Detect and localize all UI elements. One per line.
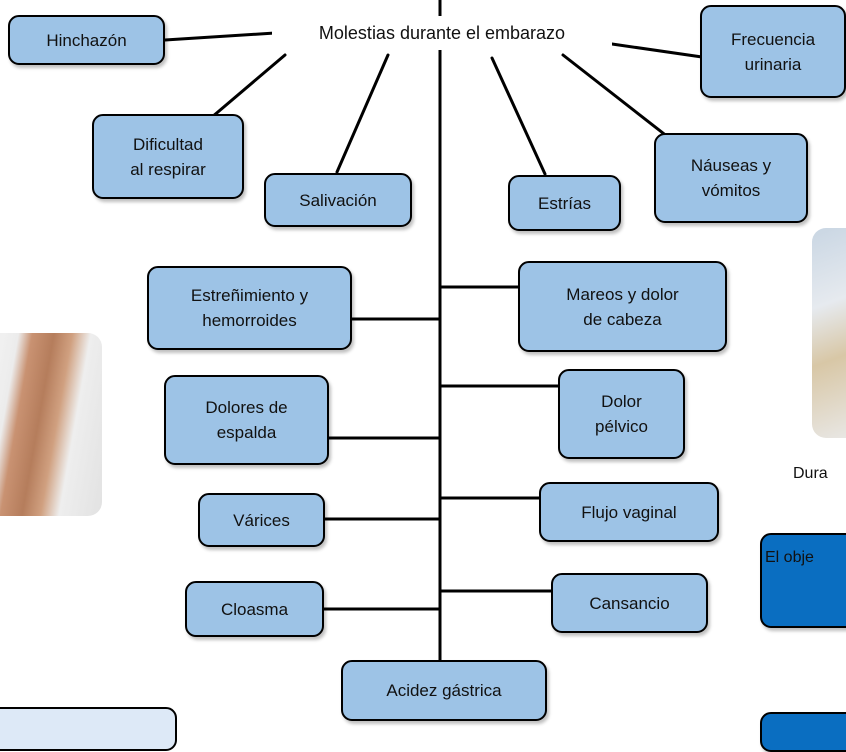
connector-salivacion — [335, 53, 390, 174]
bottom-right-box — [760, 712, 846, 752]
pregnancy-photo-left — [0, 333, 102, 516]
node-dolores-espalda: Dolores de espalda — [164, 375, 329, 465]
node-acidez-gastrica: Acidez gástrica — [341, 660, 547, 721]
bottom-left-box — [0, 707, 177, 751]
connector-lines — [163, 0, 704, 664]
pregnancy-photo-right — [812, 228, 846, 438]
node-cloasma: Cloasma — [185, 581, 324, 637]
photo-caption: Dura — [793, 465, 828, 482]
objective-box: El obje — [760, 533, 846, 628]
node-mareos: Mareos y dolor de cabeza — [518, 261, 727, 352]
node-salivacion: Salivación — [264, 173, 412, 227]
node-cansancio: Cansancio — [551, 573, 708, 633]
node-estrenimiento: Estreñimiento y hemorroides — [147, 266, 352, 350]
node-dolor-pelvico: Dolor pélvico — [558, 369, 685, 459]
connector-estrias — [490, 56, 547, 176]
node-hinchazon: Hinchazón — [8, 15, 165, 65]
diagram-title: Molestias durante el embarazo — [272, 16, 612, 50]
connector-dificultad — [210, 53, 287, 119]
connector-frecuencia — [610, 42, 704, 59]
node-nauseas-vomitos: Náuseas y vómitos — [654, 133, 808, 223]
node-varices: Várices — [198, 493, 325, 547]
node-estrias: Estrías — [508, 175, 621, 231]
connector-nauseas — [561, 53, 670, 139]
node-dificultad-respirar: Dificultad al respirar — [92, 114, 244, 199]
node-flujo-vaginal: Flujo vaginal — [539, 482, 719, 542]
connector-hinchazon — [163, 31, 277, 42]
node-frecuencia-urinaria: Frecuencia urinaria — [700, 5, 846, 98]
